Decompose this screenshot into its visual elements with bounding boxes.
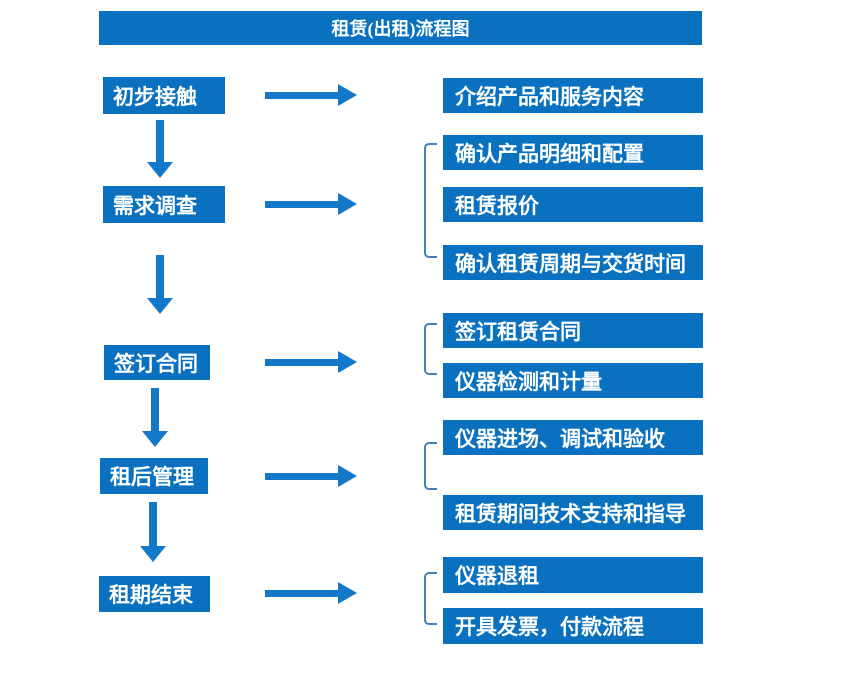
arrow-head <box>338 193 357 215</box>
output-box-sign-rental-contract: 签订租赁合同 <box>443 313 703 348</box>
arrow-head <box>142 431 168 447</box>
arrow-head <box>338 84 357 106</box>
group-bracket <box>424 323 437 375</box>
stage-box-initial-contact: 初步接触 <box>103 77 225 114</box>
output-box-instrument-return: 仪器退租 <box>443 557 703 593</box>
right-arrow-icon <box>265 84 357 106</box>
arrow-shaft <box>265 473 338 480</box>
output-box-invoice-payment: 开具发票，付款流程 <box>443 608 703 644</box>
group-bracket <box>424 442 437 490</box>
arrow-head <box>147 162 173 178</box>
output-box-rental-quote: 租赁报价 <box>443 187 703 222</box>
right-arrow-icon <box>265 465 357 487</box>
stage-box-sign-contract: 签订合同 <box>104 345 210 380</box>
arrow-shaft <box>149 502 157 546</box>
flowchart-title: 租赁(出租)流程图 <box>99 11 702 45</box>
output-box-instrument-testing: 仪器检测和计量 <box>443 363 703 398</box>
output-box-instrument-setup-acceptance: 仪器进场、调试和验收 <box>443 420 703 455</box>
group-bracket <box>424 143 437 258</box>
arrow-shaft <box>265 590 338 597</box>
stage-box-post-rental-management: 租后管理 <box>100 458 208 494</box>
down-arrow-icon <box>140 502 166 562</box>
arrow-shaft <box>156 255 164 298</box>
down-arrow-icon <box>142 388 168 447</box>
arrow-head <box>147 298 173 314</box>
arrow-head <box>338 351 357 373</box>
arrow-shaft <box>151 388 159 431</box>
stage-box-demand-survey: 需求调查 <box>103 186 225 223</box>
output-box-introduce-products: 介绍产品和服务内容 <box>443 78 703 113</box>
arrow-shaft <box>265 359 338 366</box>
stage-box-rental-end: 租期结束 <box>99 576 210 612</box>
arrow-head <box>140 546 166 562</box>
arrow-head <box>338 582 357 604</box>
arrow-head <box>338 465 357 487</box>
right-arrow-icon <box>265 582 357 604</box>
arrow-shaft <box>265 201 338 208</box>
group-bracket <box>424 572 437 625</box>
arrow-shaft <box>156 120 164 162</box>
right-arrow-icon <box>265 351 357 373</box>
down-arrow-icon <box>147 120 173 178</box>
down-arrow-icon <box>147 255 173 314</box>
output-box-confirm-period-delivery: 确认租赁周期与交货时间 <box>443 245 703 280</box>
right-arrow-icon <box>265 193 357 215</box>
output-box-confirm-details: 确认产品明细和配置 <box>443 135 703 170</box>
arrow-shaft <box>265 92 338 99</box>
output-box-tech-support: 租赁期间技术支持和指导 <box>443 495 703 530</box>
